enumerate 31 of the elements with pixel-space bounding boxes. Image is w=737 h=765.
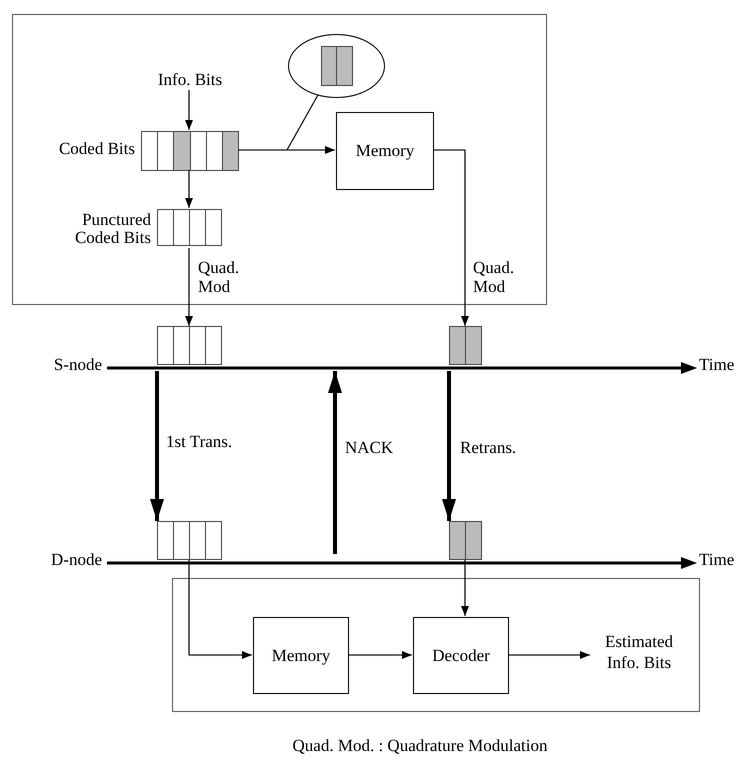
packet-block <box>449 521 482 560</box>
axis-label: D-node <box>50 550 102 569</box>
text-label: Estimated Info. Bits <box>591 631 687 675</box>
arrow <box>461 560 469 616</box>
leader-line <box>286 94 318 150</box>
arrow <box>328 371 342 554</box>
arrow <box>185 248 193 326</box>
packet-block <box>449 326 482 365</box>
caption-text: Quad. Mod. : Quadrature Modulation <box>292 736 548 755</box>
arrow <box>185 170 193 208</box>
arrow <box>185 90 193 130</box>
process-box: Decoder <box>413 617 509 694</box>
process-box: Memory <box>336 112 434 190</box>
packet-block <box>157 521 222 560</box>
arrow <box>442 371 456 521</box>
packet-block <box>157 326 222 365</box>
axis-label: Time <box>699 355 736 374</box>
text-label: Info. Bits <box>146 69 234 91</box>
axis-label: Time <box>699 550 736 569</box>
row-label: Punctured Coded Bits <box>74 211 151 247</box>
arrow <box>238 146 335 154</box>
row-label: Coded Bits <box>58 140 135 158</box>
arrow <box>348 651 412 659</box>
arrow <box>188 560 252 659</box>
arrow <box>508 651 590 659</box>
callout-ellipse <box>288 34 385 98</box>
panel-box <box>172 578 700 712</box>
axis-label: S-node <box>52 355 102 374</box>
arrow <box>150 371 164 521</box>
arrow <box>433 149 469 326</box>
process-box: Memory <box>253 617 349 694</box>
